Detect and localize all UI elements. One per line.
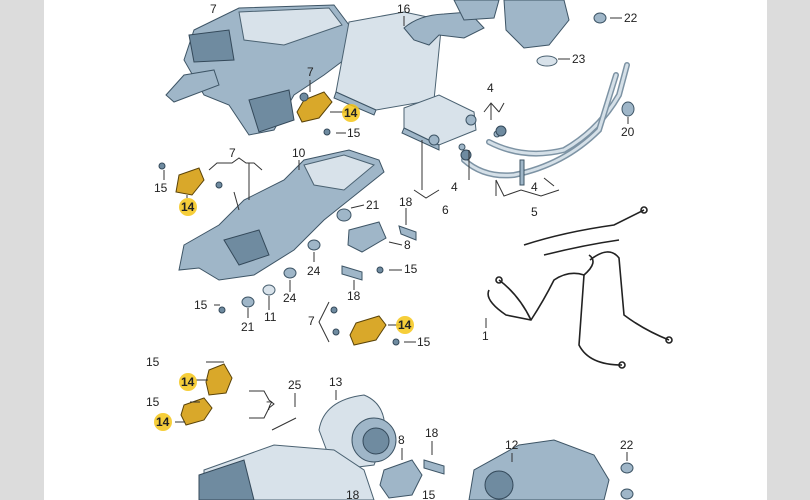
callout-15[interactable]: 15 xyxy=(146,395,160,409)
callout-14[interactable]: 14 xyxy=(344,106,358,120)
connector-18-lower xyxy=(423,459,445,475)
callout-7[interactable]: 7 xyxy=(210,2,217,16)
wiring-harness xyxy=(487,206,673,369)
diagram-svg: 7 16 22 23 7 14 15 4 20 7 10 15 14 4 4 6… xyxy=(146,0,673,500)
callout-14-highlight xyxy=(154,413,172,431)
callout-11[interactable]: 11 xyxy=(264,310,277,324)
callout-24[interactable]: 24 xyxy=(307,264,321,278)
callout-16[interactable]: 16 xyxy=(397,2,411,16)
cap-24 xyxy=(307,239,321,251)
callout-20[interactable]: 20 xyxy=(621,125,635,139)
heat-exchanger xyxy=(401,94,477,151)
cap-21 xyxy=(241,296,255,308)
heater-core-cover xyxy=(333,11,485,116)
callout-15[interactable]: 15 xyxy=(194,298,208,312)
callout-18[interactable]: 18 xyxy=(425,426,439,440)
connector-18 xyxy=(341,265,363,281)
evaporator-housing xyxy=(198,444,375,500)
servo-motor-14-d xyxy=(205,363,233,396)
screw-15 xyxy=(158,162,166,170)
bolt xyxy=(299,92,309,102)
callout-24[interactable]: 24 xyxy=(283,291,297,305)
bolt-25 xyxy=(271,417,297,431)
callout-4[interactable]: 4 xyxy=(487,81,494,95)
callout-14-highlight xyxy=(179,373,197,391)
callout-14-highlight xyxy=(396,316,414,334)
housing-lower-frame xyxy=(178,149,385,281)
callout-13[interactable]: 13 xyxy=(329,375,343,389)
callout-14[interactable]: 14 xyxy=(181,200,195,214)
air-distribution-housing-upper xyxy=(165,4,350,136)
callout-14[interactable]: 14 xyxy=(156,415,170,429)
callout-7[interactable]: 7 xyxy=(229,146,236,160)
bolt-7 xyxy=(330,306,338,314)
callout-15[interactable]: 15 xyxy=(146,355,160,369)
callout-18[interactable]: 18 xyxy=(346,488,360,500)
callout-10[interactable]: 10 xyxy=(292,146,306,160)
cap-22 xyxy=(620,462,634,474)
callout-18[interactable]: 18 xyxy=(347,289,361,303)
callout-7[interactable]: 7 xyxy=(307,65,314,79)
callout-14[interactable]: 14 xyxy=(181,375,195,389)
cap-24 xyxy=(283,267,297,279)
callout-6[interactable]: 6 xyxy=(442,203,449,217)
callout-8[interactable]: 8 xyxy=(398,433,405,447)
seal-23 xyxy=(536,55,558,67)
callout-15[interactable]: 15 xyxy=(154,181,168,195)
coolant-pipes xyxy=(461,62,630,179)
callout-18[interactable]: 18 xyxy=(399,195,413,209)
callout-12[interactable]: 12 xyxy=(505,438,519,452)
screw-15 xyxy=(323,128,331,136)
bracket xyxy=(519,159,525,186)
grommet-20 xyxy=(621,101,635,117)
callout-8[interactable]: 8 xyxy=(404,238,411,252)
flap-housing-12 xyxy=(468,439,610,500)
screw-15 xyxy=(376,266,384,274)
callout-7[interactable]: 7 xyxy=(308,314,315,328)
callout-15[interactable]: 15 xyxy=(347,126,361,140)
callout-4[interactable]: 4 xyxy=(531,180,538,194)
callout-5[interactable]: 5 xyxy=(531,205,538,219)
screw-15 xyxy=(218,306,226,314)
callout-23[interactable]: 23 xyxy=(572,52,586,66)
actuator-8 xyxy=(347,221,387,253)
callout-15[interactable]: 15 xyxy=(417,335,431,349)
callout-7[interactable]: 7 xyxy=(266,399,273,413)
callout-1[interactable]: 1 xyxy=(482,329,489,343)
callout-21[interactable]: 21 xyxy=(366,198,380,212)
actuator-8-lower xyxy=(379,459,423,499)
screw-15 xyxy=(392,338,400,346)
callout-14-highlight xyxy=(342,104,360,122)
flap-housing-top-right xyxy=(453,0,570,49)
callout-14-highlight xyxy=(179,198,197,216)
cap-22 xyxy=(620,488,634,500)
cap-21 xyxy=(336,208,352,222)
rod-7 xyxy=(233,191,240,211)
callout-21[interactable]: 21 xyxy=(241,320,255,334)
servo-motor-14-e xyxy=(180,397,213,426)
bolt-7 xyxy=(332,328,340,336)
callout-4[interactable]: 4 xyxy=(451,180,458,194)
servo-motor-14-c xyxy=(349,315,387,346)
callout-14[interactable]: 14 xyxy=(398,318,412,332)
bushing-11 xyxy=(262,284,276,296)
callout-25[interactable]: 25 xyxy=(288,378,302,392)
callout-15[interactable]: 15 xyxy=(404,262,418,276)
seal xyxy=(495,125,507,137)
callout-22[interactable]: 22 xyxy=(624,11,638,25)
connector-18 xyxy=(398,225,417,241)
bolt-7 xyxy=(215,181,223,189)
servo-motor-14-b xyxy=(175,167,205,196)
parts-diagram: 7 16 22 23 7 14 15 4 20 7 10 15 14 4 4 6… xyxy=(44,0,767,500)
callout-15[interactable]: 15 xyxy=(422,488,436,500)
callout-22[interactable]: 22 xyxy=(620,438,634,452)
screw xyxy=(543,177,555,187)
callout-labels: 7 16 22 23 7 14 15 4 20 7 10 15 14 4 4 6… xyxy=(146,2,638,500)
o-ring xyxy=(458,143,466,151)
cap-22 xyxy=(593,12,607,24)
leader-lines xyxy=(163,16,629,462)
